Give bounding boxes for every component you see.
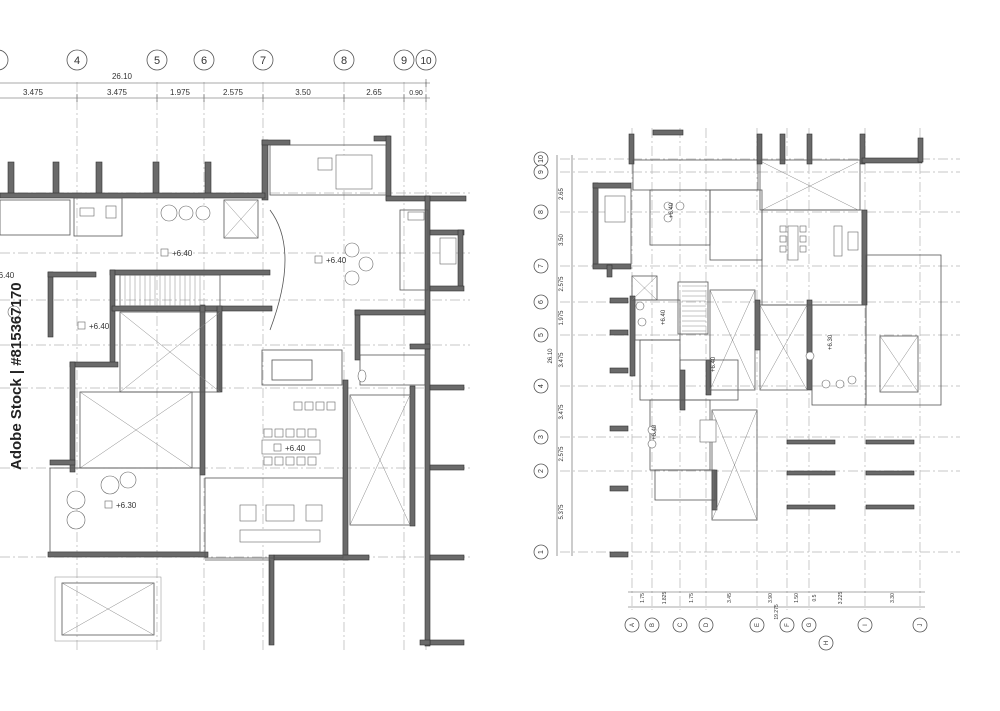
right-furniture [604,195,859,449]
right-level-label-5: +6.40 [652,424,658,440]
col-axis-g: G [807,622,813,627]
bathroom-fixtures [79,205,457,383]
right-floor-plan: 10 9 8 7 6 5 4 3 2 1 2.65 3.50 2.575 1.9… [533,128,960,651]
row-axis-9: 9 [538,170,545,174]
row-axis-7: 7 [538,264,545,268]
span-dimension-7: 0.90 [409,90,423,97]
row-total-dimension: 26.10 [548,348,554,364]
col-axis-e: E [755,623,761,627]
right-dining-table [779,225,807,261]
col-span-7: 0.5 [812,594,818,601]
right-level-label-3: +6.40 [711,356,717,372]
left-dimension-chain: 26.10 3.475 3.475 1.975 2.575 3.50 2.65 … [0,72,430,102]
row-axis-10: 10 [538,155,545,163]
total-dimension: 26.10 [112,72,133,81]
axis-label-10: 10 [420,56,432,67]
col-total-dimension: 19.275 [774,604,780,620]
dining-table [261,428,321,466]
row-span-2: 3.50 [559,234,565,246]
axis-label-5: 5 [154,55,160,67]
col-axis-j: J [918,624,924,627]
row-span-3: 2.575 [559,276,565,292]
level-label-dining: +6.40 [285,444,306,453]
right-row-axis-bubbles: 10 9 8 7 6 5 4 3 2 1 [533,151,549,560]
col-span-9: 3.30 [890,593,896,603]
row-axis-8: 8 [538,210,545,214]
right-level-label-4: +6.30 [828,334,834,350]
axis-label-4: 4 [74,55,80,67]
axis-label-7: 7 [260,55,266,67]
row-span-7: 2.575 [559,446,565,462]
col-span-1: 1.75 [640,593,646,603]
row-span-4: 1.975 [559,310,565,326]
right-bed-2 [699,419,717,443]
level-label-office: +6.40 [89,322,110,331]
col-axis-h: H [824,641,830,645]
axis-label-8: 8 [341,55,347,67]
right-walls [592,129,924,558]
span-dimension-2: 3.475 [107,88,128,97]
armchairs [7,204,374,530]
living-sofa-set [239,504,323,543]
stock-watermark-id: Adobe Stock | #815367170 [8,282,25,470]
col-span-4: 3.45 [727,593,733,603]
level-label-bedroom: +6.40 [326,256,347,265]
right-row-dimension-chain: 2.65 3.50 2.575 1.975 3.475 3.475 2.575 … [548,155,573,556]
level-label-left-edge: +6.40 [0,271,15,280]
left-axis-bubbles: 4 5 6 7 8 9 10 [0,49,437,71]
span-dimension-5: 3.50 [295,88,311,97]
level-label-hall: +6.40 [172,249,193,258]
span-dimension-6: 2.65 [366,88,382,97]
right-staircase [682,285,706,332]
right-level-label-1: +6.40 [669,202,675,218]
bar-stools [293,401,336,411]
col-span-8: 3.225 [838,592,844,605]
span-dimension-4: 2.575 [223,88,244,97]
col-axis-b: B [650,623,656,627]
right-bed [604,195,626,223]
col-span-2: 1.825 [662,592,668,605]
left-vertical-grid-lines [76,82,427,650]
axis-label-9: 9 [401,55,407,67]
right-level-markers: +6.40 +6.40 +6.40 +6.30 +6.40 [652,202,834,440]
right-interior-lines [597,159,942,521]
row-span-6: 3.475 [559,404,565,420]
row-axis-2: 2 [538,469,545,473]
row-axis-3: 3 [538,435,545,439]
right-vertical-grid-lines [631,128,921,610]
bed [317,154,373,190]
row-axis-1: 1 [538,550,545,554]
row-span-5: 3.475 [559,352,565,368]
col-axis-a: A [630,623,636,627]
row-axis-6: 6 [538,300,545,304]
right-column-dimension-chain: 1.75 1.825 1.75 3.45 3.90 1.50 0.5 3.225… [628,592,925,620]
col-axis-c: C [678,622,684,627]
row-axis-4: 4 [538,384,545,388]
level-label-terrace: +6.30 [116,501,137,510]
staircase [124,275,201,306]
col-span-6: 1.50 [794,593,800,603]
row-axis-5: 5 [538,333,545,337]
right-level-label-2: +6.40 [661,309,667,325]
col-span-3: 1.75 [689,593,695,603]
left-floor-plan: 4 5 6 7 8 9 10 26.10 3.475 3.475 1.975 2… [0,49,470,650]
axis-label-6: 6 [201,55,207,67]
left-interior-lines [0,144,429,645]
col-axis-i: I [863,624,869,626]
row-span-1: 2.65 [559,188,565,200]
right-sofa [833,225,859,257]
left-walls [0,135,467,647]
left-level-markers: +6.40 +6.40 +6.40 +6.40 +6.40 +6.30 [0,248,347,510]
left-furniture [7,154,457,543]
right-armchairs [635,201,857,449]
right-column-axis-bubbles: A B C D E F G H I J [624,617,928,651]
span-dimension-3: 1.975 [170,88,191,97]
span-dimension-1: 3.475 [23,88,44,97]
col-axis-f: F [785,623,791,627]
row-span-8: 5.375 [559,504,565,520]
col-axis-d: D [704,622,710,627]
col-span-5: 3.90 [768,593,774,603]
